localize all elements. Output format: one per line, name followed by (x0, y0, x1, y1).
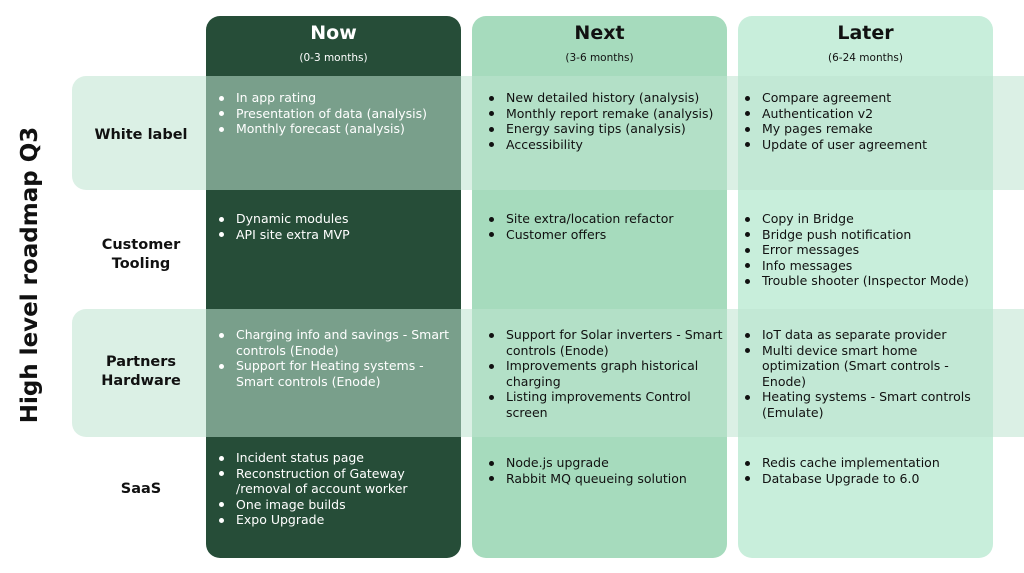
column-title-next: Next (574, 22, 625, 44)
cell-white-label-now: In app rating Presentation of data (anal… (216, 90, 456, 137)
list-item: Support for Heating systems - Smart cont… (216, 358, 456, 389)
list-item: Monthly forecast (analysis) (216, 121, 456, 137)
list-item: Accessibility (486, 137, 724, 153)
column-subtitle-next: (3-6 months) (565, 52, 634, 64)
list-item: Expo Upgrade (216, 512, 456, 528)
cell-partners-hardware-next: Support for Solar inverters - Smart cont… (486, 327, 724, 420)
list-item: Info messages (742, 258, 987, 274)
row-label-line: Tooling (111, 256, 171, 272)
list-item: In app rating (216, 90, 456, 106)
row-label-saas: SaaS (80, 480, 202, 499)
list-item: Energy saving tips (analysis) (486, 121, 724, 137)
list-item: Redis cache implementation (742, 455, 987, 471)
list-item: Node.js upgrade (486, 455, 724, 471)
list-item: Bridge push notification (742, 227, 987, 243)
list-item: Charging info and savings - Smart contro… (216, 327, 456, 358)
cell-white-label-next: New detailed history (analysis) Monthly … (486, 90, 724, 152)
list-item: Presentation of data (analysis) (216, 106, 456, 122)
row-label-white-label: White label (80, 126, 202, 145)
row-label-line: SaaS (120, 481, 162, 497)
list-item: One image builds (216, 497, 456, 513)
cell-saas-now: Incident status page Reconstruction of G… (216, 450, 456, 528)
list-item: New detailed history (analysis) (486, 90, 724, 106)
cell-customer-tooling-now: Dynamic modules API site extra MVP (216, 211, 456, 242)
column-subtitle-later: (6-24 months) (828, 52, 903, 64)
list-item: Rabbit MQ queueing solution (486, 471, 724, 487)
cell-partners-hardware-now: Charging info and savings - Smart contro… (216, 327, 456, 389)
list-item: Compare agreement (742, 90, 987, 106)
list-item: Improvements graph historical charging (486, 358, 724, 389)
row-label-customer-tooling: Customer Tooling (80, 236, 202, 274)
list-item: Listing improvements Control screen (486, 389, 724, 420)
row-label-line: White label (94, 127, 188, 143)
list-item: Site extra/location refactor (486, 211, 724, 227)
list-item: Monthly report remake (analysis) (486, 106, 724, 122)
list-item: Multi device smart home optimization (Sm… (742, 343, 987, 390)
list-item: Dynamic modules (216, 211, 456, 227)
list-item: API site extra MVP (216, 227, 456, 243)
cell-partners-hardware-later: IoT data as separate provider Multi devi… (742, 327, 987, 420)
cell-white-label-later: Compare agreement Authentication v2 My p… (742, 90, 987, 152)
cell-customer-tooling-next: Site extra/location refactor Customer of… (486, 211, 724, 242)
row-label-partners-hardware: Partners Hardware (80, 353, 202, 391)
list-item: Error messages (742, 242, 987, 258)
row-label-line: Partners (105, 354, 177, 370)
list-item: IoT data as separate provider (742, 327, 987, 343)
roadmap-side-title: High level roadmap Q3 (17, 126, 43, 424)
list-item: Authentication v2 (742, 106, 987, 122)
list-item: Trouble shooter (Inspector Mode) (742, 273, 987, 289)
list-item: Reconstruction of Gateway /removal of ac… (216, 466, 456, 497)
list-item: Copy in Bridge (742, 211, 987, 227)
row-band-partners-hardware (72, 309, 1024, 437)
list-item: Heating systems - Smart controls (Emulat… (742, 389, 987, 420)
cell-saas-next: Node.js upgrade Rabbit MQ queueing solut… (486, 455, 724, 486)
column-title-now: Now (310, 22, 357, 44)
cell-customer-tooling-later: Copy in Bridge Bridge push notification … (742, 211, 987, 289)
list-item: Support for Solar inverters - Smart cont… (486, 327, 724, 358)
row-label-line: Customer (101, 237, 181, 253)
column-subtitle-now: (0-3 months) (299, 52, 368, 64)
row-band-white-label (72, 76, 1024, 190)
list-item: Database Upgrade to 6.0 (742, 471, 987, 487)
list-item: My pages remake (742, 121, 987, 137)
row-label-line: Hardware (101, 373, 181, 389)
column-title-later: Later (837, 22, 894, 44)
list-item: Update of user agreement (742, 137, 987, 153)
list-item: Customer offers (486, 227, 724, 243)
list-item: Incident status page (216, 450, 456, 466)
cell-saas-later: Redis cache implementation Database Upgr… (742, 455, 987, 486)
